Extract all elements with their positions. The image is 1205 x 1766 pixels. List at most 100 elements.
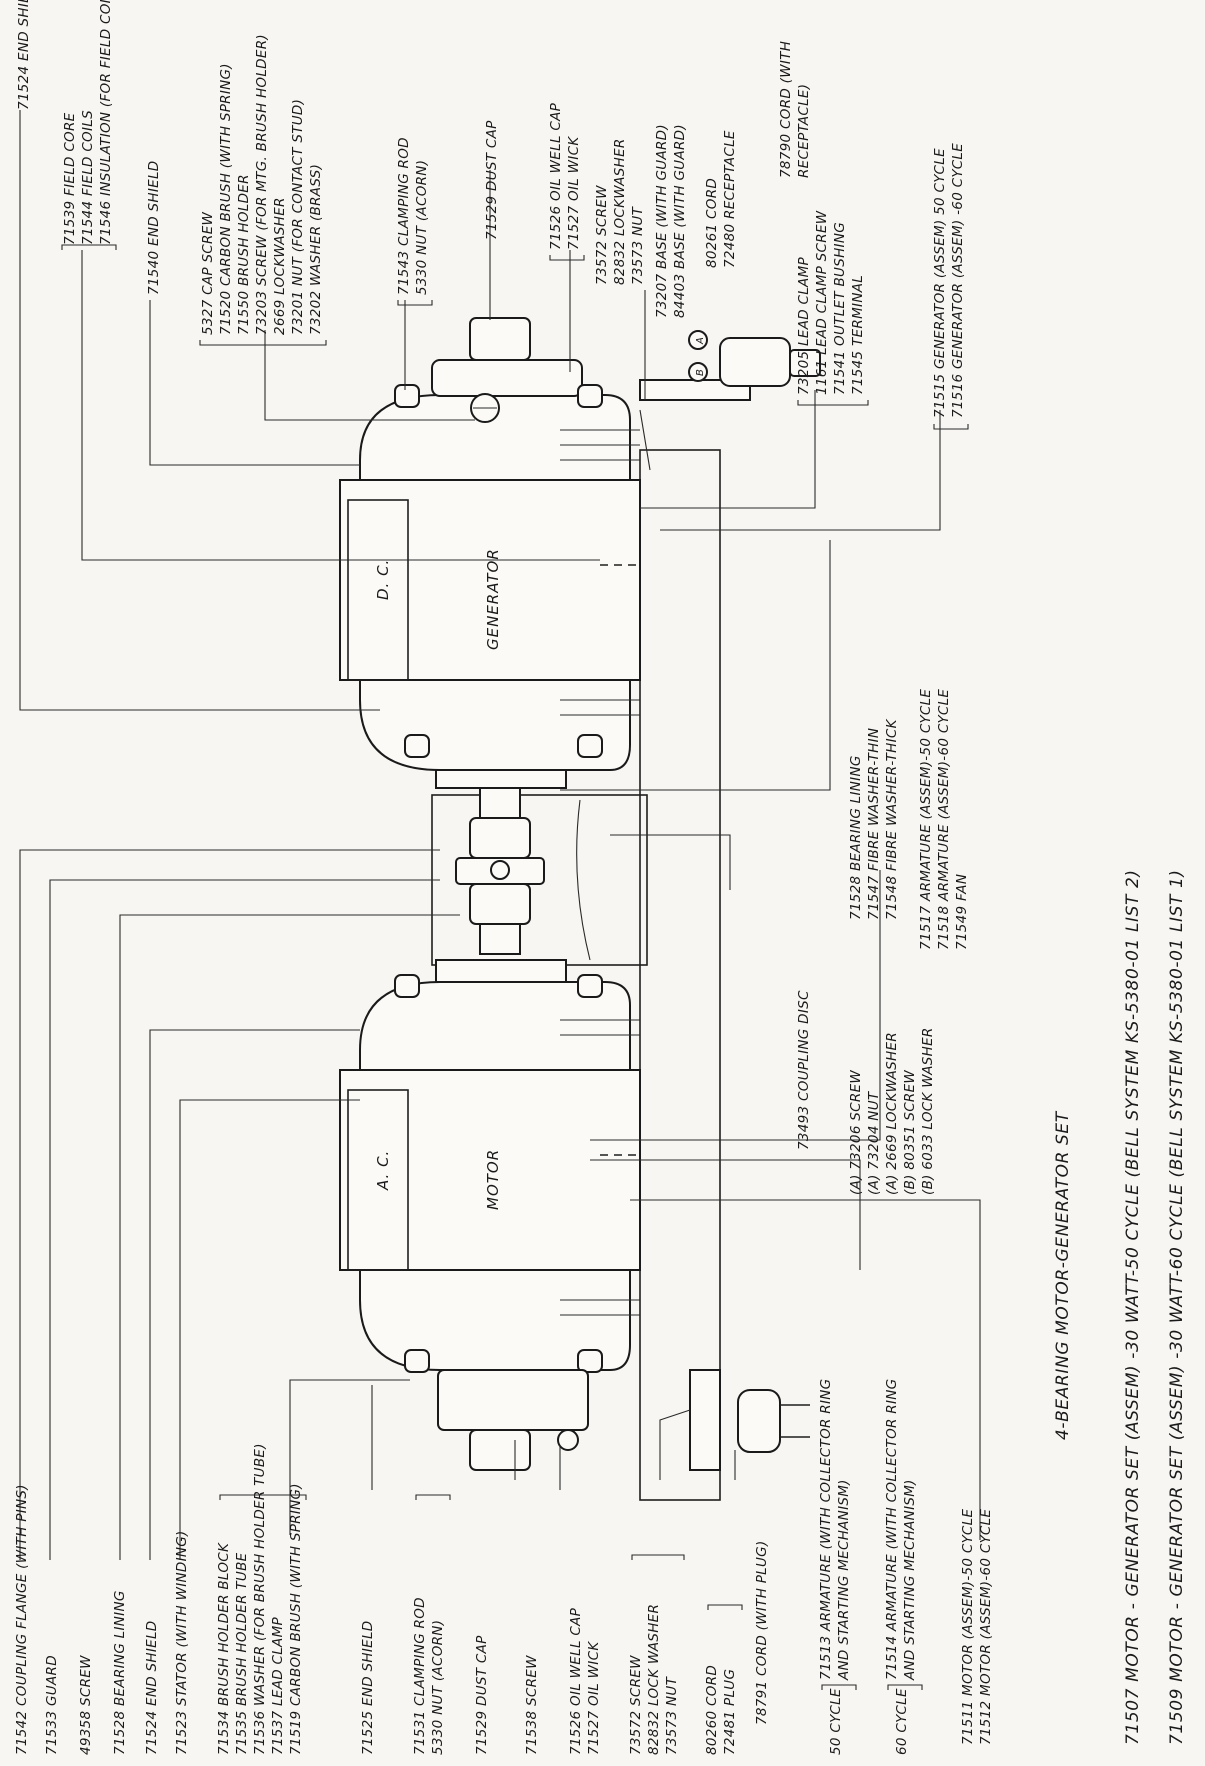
callout: 73202 WASHER (BRASS) bbox=[308, 164, 324, 335]
callout: 71526 OIL WELL CAP bbox=[548, 102, 564, 250]
callout: 71534 BRUSH HOLDER BLOCK bbox=[216, 1542, 232, 1755]
callout: 50 CYCLE bbox=[828, 1688, 844, 1755]
acorn-nut-icon bbox=[577, 734, 603, 758]
callout: 71523 STATOR (WITH WINDING) bbox=[174, 1530, 190, 1755]
callout: 71548 FIBRE WASHER-THICK bbox=[884, 718, 900, 920]
markers: A B bbox=[695, 337, 706, 376]
callouts-top: 71524 END SHIELD 71539 FIELD CORE 71544 … bbox=[16, 0, 966, 418]
callout: 73203 SCREW (FOR MTG. BRUSH HOLDER) bbox=[254, 34, 270, 335]
callout: 71538 SCREW bbox=[524, 1655, 540, 1755]
callout: 71524 END SHIELD bbox=[16, 0, 32, 110]
base-rail bbox=[639, 449, 721, 1501]
motor-dust-cap bbox=[469, 1429, 531, 1471]
callout: 73572 SCREW bbox=[594, 185, 610, 285]
receptacle-assembly bbox=[639, 330, 821, 401]
generator-label: GENERATOR bbox=[484, 548, 502, 650]
cord-icon bbox=[689, 1369, 721, 1471]
callout: 71516 GENERATOR (ASSEM) -60 CYCLE bbox=[950, 143, 966, 418]
marker-a: A bbox=[695, 337, 706, 345]
callout: 73493 COUPLING DISC bbox=[796, 990, 812, 1150]
callout: 73201 NUT (FOR CONTACT STUD) bbox=[290, 99, 306, 335]
coupling-assembly bbox=[431, 787, 648, 966]
callout: 78791 CORD (WITH PLUG) bbox=[754, 1540, 770, 1725]
acorn-nut-icon bbox=[577, 974, 603, 998]
callout: 73572 SCREW bbox=[628, 1655, 644, 1755]
plug-icon bbox=[737, 1389, 781, 1453]
marker-b: B bbox=[695, 369, 706, 376]
receptacle-icon bbox=[719, 337, 791, 387]
callout: 73207 BASE (WITH GUARD) bbox=[654, 124, 670, 318]
motor-ac-label: A. C. bbox=[374, 1150, 392, 1191]
callout: 73205 LEAD CLAMP bbox=[796, 256, 812, 395]
callout: 71513 ARMATURE (WITH COLLECTOR RING bbox=[818, 1379, 834, 1680]
callout: (A) 2669 LOCKWASHER bbox=[884, 1032, 900, 1195]
callout: 71517 ARMATURE (ASSEM)-50 CYCLE bbox=[918, 689, 934, 950]
acorn-nut-icon bbox=[404, 734, 430, 758]
leader-lines bbox=[19, 110, 981, 1560]
set2-title: 71509 MOTOR - GENERATOR SET (ASSEM) -30 … bbox=[1167, 869, 1187, 1745]
callout: 71543 CLAMPING ROD bbox=[396, 137, 412, 295]
motor-body bbox=[339, 959, 641, 1471]
callout: 71515 GENERATOR (ASSEM) 50 CYCLE bbox=[932, 148, 948, 418]
callout: 5327 CAP SCREW bbox=[200, 211, 216, 335]
callout: 71519 CARBON BRUSH (WITH SPRING) bbox=[288, 1483, 304, 1755]
callout: 60 CYCLE bbox=[894, 1688, 910, 1755]
callout: (B) 6033 LOCK WASHER bbox=[920, 1027, 936, 1195]
callout: 71512 MOTOR (ASSEM)-60 CYCLE bbox=[978, 1509, 994, 1745]
acorn-nut-icon bbox=[577, 384, 603, 408]
callout: 71544 FIELD COILS bbox=[80, 110, 96, 245]
callout: 73573 NUT bbox=[664, 1675, 680, 1755]
callout: (A) 73204 NUT bbox=[866, 1090, 882, 1195]
callouts-middle: 71528 BEARING LINING 71547 FIBRE WASHER-… bbox=[796, 689, 970, 1195]
callout: 84403 BASE (WITH GUARD) bbox=[672, 124, 688, 318]
acorn-nut-icon bbox=[404, 1349, 430, 1373]
callout: 78790 CORD (WITH bbox=[778, 41, 794, 178]
body-labels: D. C. GENERATOR A. C. MOTOR bbox=[374, 548, 502, 1210]
callout: 71528 BEARING LINING bbox=[848, 755, 864, 920]
generator-field-band bbox=[339, 479, 641, 681]
callout: 71524 END SHIELD bbox=[144, 1621, 160, 1756]
generator-dc-label: D. C. bbox=[374, 559, 392, 600]
callout: 73573 NUT bbox=[630, 205, 646, 285]
callout: 71535 BRUSH HOLDER TUBE bbox=[234, 1552, 250, 1755]
callout: 71525 END SHIELD bbox=[360, 1621, 376, 1756]
generator-shaft-housing bbox=[435, 769, 567, 789]
callout: 71536 WASHER (FOR BRUSH HOLDER TUBE) bbox=[252, 1443, 268, 1755]
motor-label: MOTOR bbox=[484, 1149, 502, 1210]
machine-outline bbox=[339, 317, 821, 1501]
callout: 2669 LOCKWASHER bbox=[272, 197, 288, 335]
callout: 71529 DUST CAP bbox=[484, 120, 500, 240]
oil-well-cap-icon bbox=[557, 1429, 579, 1451]
callout: 5330 NUT (ACORN) bbox=[430, 1620, 446, 1755]
callout: 72480 RECEPTACLE bbox=[722, 130, 738, 268]
callout: 71526 OIL WELL CAP bbox=[568, 1607, 584, 1755]
callout: 80260 CORD bbox=[704, 1665, 720, 1755]
callout: 71528 BEARING LINING bbox=[112, 1590, 128, 1755]
coupling-pin-icon bbox=[490, 860, 510, 880]
coupling-flange-icon bbox=[469, 883, 531, 925]
acorn-nut-icon bbox=[394, 384, 420, 408]
callout: (A) 73206 SCREW bbox=[848, 1070, 864, 1195]
callout: 72481 PLUG bbox=[722, 1669, 738, 1755]
set1-title: 71507 MOTOR - GENERATOR SET (ASSEM) -30 … bbox=[1123, 869, 1143, 1745]
callout: 71545 TERMINAL bbox=[850, 275, 866, 395]
callout: 71520 CARBON BRUSH (WITH SPRING) bbox=[218, 63, 234, 335]
callout: 71550 BRUSH HOLDER bbox=[236, 174, 252, 335]
acorn-nut-icon bbox=[577, 1349, 603, 1373]
callout: 82832 LOCK WASHER bbox=[646, 1604, 662, 1755]
generator-dust-cap bbox=[469, 317, 531, 361]
callout: 71537 LEAD CLAMP bbox=[270, 1616, 286, 1755]
callout: AND STARTING MECHANISM) bbox=[836, 1479, 852, 1681]
callout: 1161 LEAD CLAMP SCREW bbox=[814, 210, 830, 395]
titles: 4-BEARING MOTOR-GENERATOR SET 71507 MOTO… bbox=[1053, 869, 1187, 1745]
callout: (B) 80351 SCREW bbox=[902, 1070, 918, 1195]
callout: 71549 FAN bbox=[954, 874, 970, 950]
generator-body bbox=[339, 317, 641, 789]
callout: 71540 END SHIELD bbox=[146, 161, 162, 296]
callout: 49358 SCREW bbox=[78, 1655, 94, 1755]
callout: 71527 OIL WICK bbox=[586, 1641, 602, 1755]
main-title: 4-BEARING MOTOR-GENERATOR SET bbox=[1053, 1110, 1073, 1440]
callout: 71514 ARMATURE (WITH COLLECTOR RING bbox=[884, 1379, 900, 1680]
